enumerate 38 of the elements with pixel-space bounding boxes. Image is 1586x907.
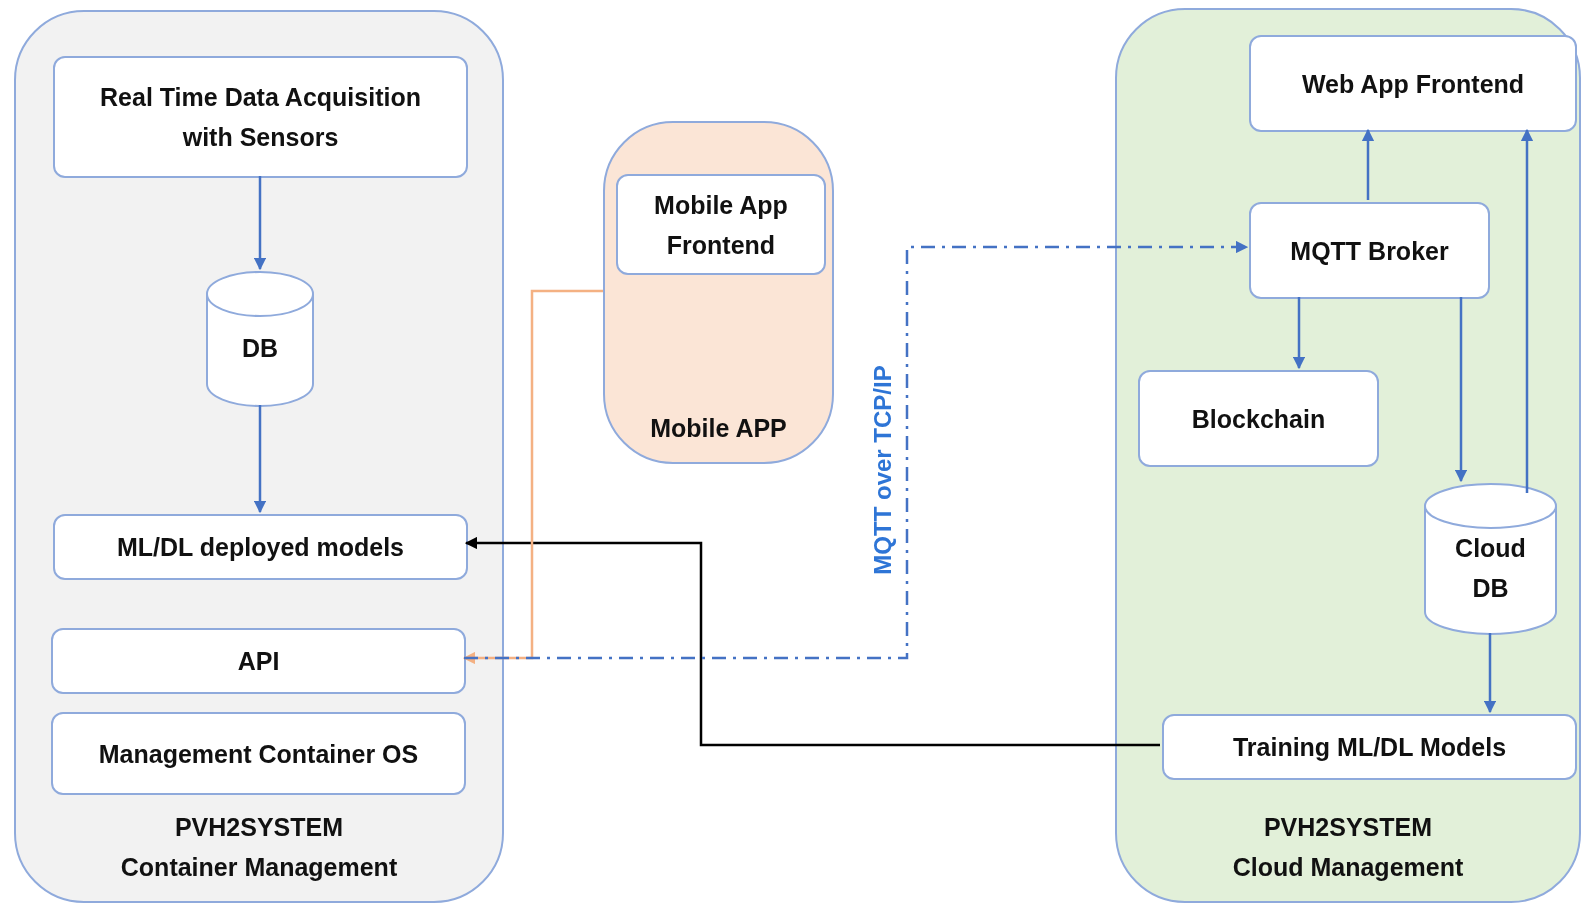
component-box bbox=[1162, 714, 1577, 780]
box-label: Management Container OS bbox=[97, 738, 420, 770]
database-cylinder bbox=[206, 271, 314, 407]
box-label: Blockchain bbox=[1191, 403, 1326, 435]
box-label: Real Time Data Acquisition with Sensors bbox=[99, 82, 422, 153]
component-box bbox=[51, 712, 466, 795]
connector-arrow bbox=[253, 176, 267, 271]
container-panel bbox=[603, 121, 834, 464]
box-label: ML/DL deployed models bbox=[116, 532, 405, 563]
box-label: Cloud DB bbox=[1454, 533, 1527, 604]
component-box bbox=[1249, 202, 1490, 299]
connector-arrow bbox=[253, 405, 267, 514]
connector-arrow bbox=[464, 536, 1160, 747]
box-label: DB bbox=[240, 333, 280, 364]
connector-arrow bbox=[1520, 128, 1534, 493]
component-box bbox=[616, 174, 826, 275]
container-title: PVH2SYSTEM Cloud Management bbox=[1231, 812, 1465, 883]
component-box bbox=[51, 628, 466, 694]
connector-arrow bbox=[1292, 297, 1306, 370]
database-cylinder bbox=[1424, 483, 1557, 635]
box-label: Training ML/DL Models bbox=[1232, 732, 1507, 763]
component-box bbox=[1138, 370, 1379, 467]
component-box bbox=[53, 514, 468, 580]
component-box bbox=[1249, 35, 1577, 132]
edge-label: MQTT over TCP/IP bbox=[868, 365, 897, 575]
box-label: Web App Frontend bbox=[1301, 68, 1525, 100]
component-box bbox=[53, 56, 468, 178]
connector-arrow bbox=[464, 240, 1249, 660]
connector-arrow bbox=[1454, 297, 1468, 483]
box-label: Mobile App Frontend bbox=[653, 189, 789, 261]
container-title: Mobile APP bbox=[649, 413, 788, 444]
box-label: API bbox=[237, 646, 280, 677]
connector-arrow bbox=[1361, 128, 1375, 200]
container-panel bbox=[1115, 8, 1581, 903]
container-title: PVH2SYSTEM Container Management bbox=[119, 812, 399, 883]
connector-arrow bbox=[1483, 633, 1497, 714]
box-label: MQTT Broker bbox=[1290, 235, 1449, 267]
container-panel bbox=[14, 10, 504, 903]
